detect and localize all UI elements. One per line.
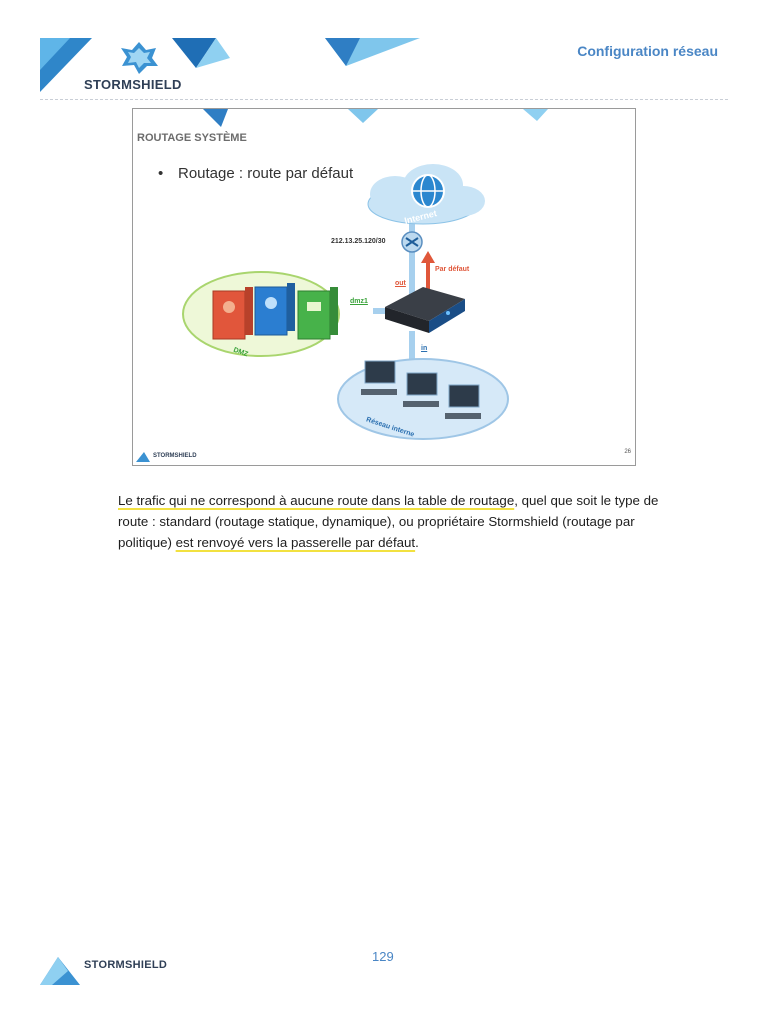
footer-brand: STORMSHIELD [84, 959, 168, 971]
slide-bullet: •Routage : route par défaut [158, 165, 354, 182]
slide-page-number: 26 [624, 449, 631, 455]
section-title: Configuration réseau [577, 43, 718, 59]
ip-label: 212.13.25.120/30 [331, 238, 386, 245]
slide-title: ROUTAGE SYSTÈME [137, 132, 247, 144]
server-red-icon [212, 287, 253, 340]
slide-figure: ROUTAGE SYSTÈME •Routage : route par déf… [132, 108, 636, 466]
slide-footer-brand: STORMSHIELD [153, 453, 197, 459]
lan-zone [337, 358, 509, 440]
network-diagram [182, 164, 509, 440]
router-icon [401, 231, 423, 253]
logo-icon [121, 42, 158, 74]
workstation-icon [445, 384, 481, 419]
workstation-icon [403, 372, 439, 407]
header-decoration [40, 38, 420, 92]
in-interface-label: in [421, 345, 428, 352]
body-text-end: . [415, 535, 419, 550]
dmz1-interface-label: dmz1 [350, 298, 368, 305]
page-header: STORMSHIELD Configuration réseau [0, 0, 768, 105]
footer-logo-icon [40, 957, 80, 985]
slide-footer-logo-icon [136, 452, 150, 462]
firewall-appliance-icon [385, 287, 465, 333]
server-green-icon [297, 287, 338, 340]
page-number: 129 [372, 949, 394, 964]
header-brand: STORMSHIELD [84, 77, 182, 92]
slide-decoration [203, 109, 548, 127]
globe-icon [411, 174, 445, 208]
body-paragraph: Le trafic qui ne correspond à aucune rou… [118, 490, 663, 553]
server-blue-icon [254, 283, 295, 336]
highlighted-text: Le trafic qui ne correspond à aucune rou… [118, 493, 515, 508]
default-route-label: Par défaut [435, 266, 470, 273]
header-divider [40, 99, 728, 100]
highlighted-text: est renvoyé vers la passerelle par défau… [175, 535, 416, 550]
body-text: , quel que soit le type de route : stand… [118, 493, 659, 550]
out-interface-label: out [395, 280, 406, 287]
slide-bullet-text: Routage : route par défaut [178, 165, 354, 182]
workstation-icon [361, 360, 397, 395]
